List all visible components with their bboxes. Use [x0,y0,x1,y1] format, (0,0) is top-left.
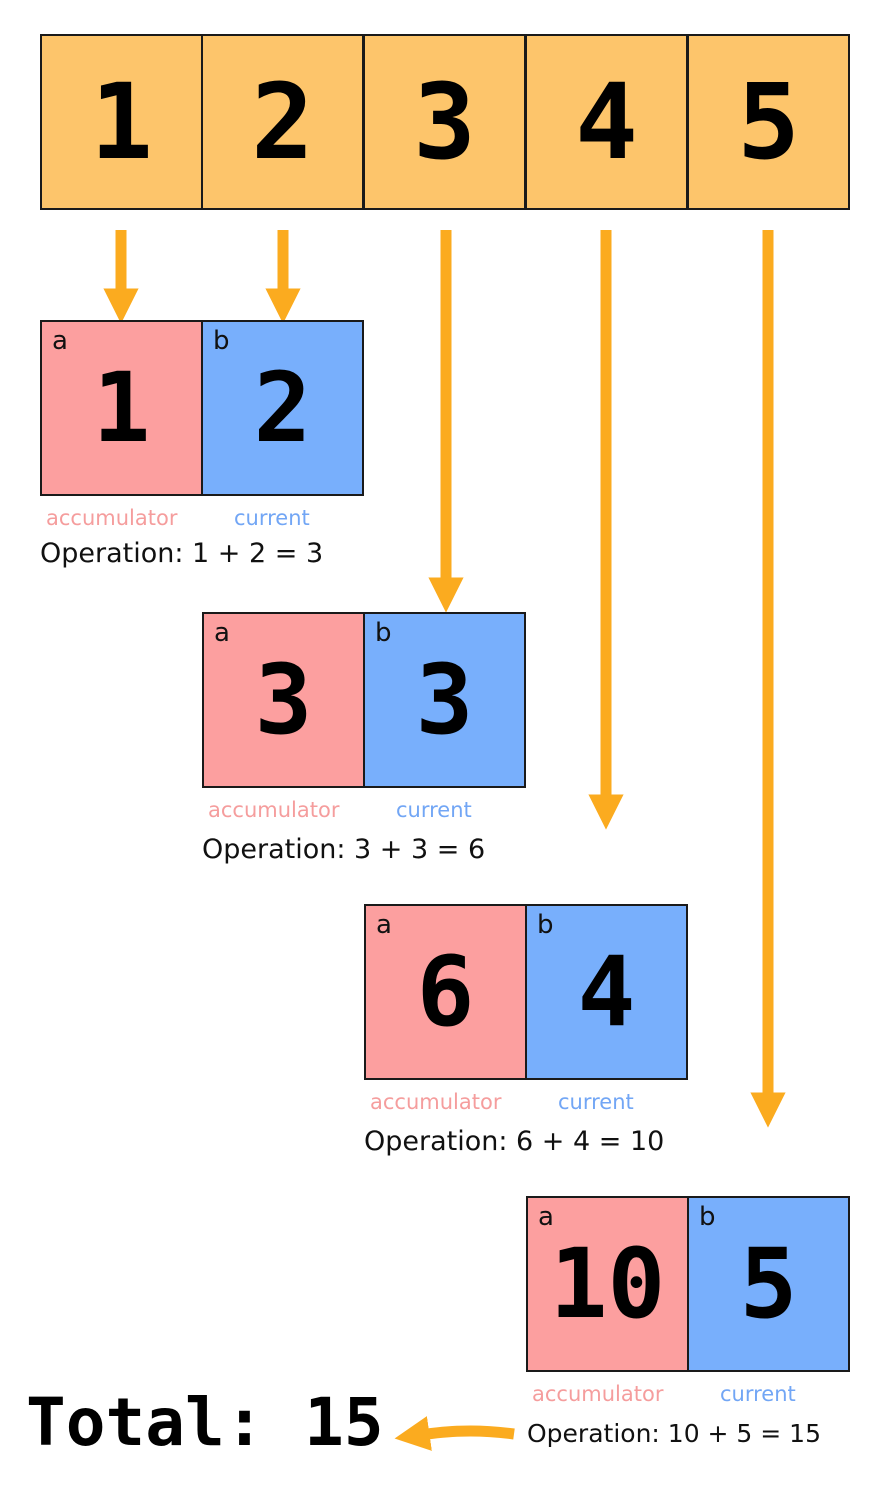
array-cell-5: 5 [687,34,850,210]
step-1-b-value: 2 [253,352,312,464]
step-1-b-label: b [213,326,230,356]
step-4-accumulator-cell: a 10 [526,1196,689,1372]
step-2-accumulator-caption: accumulator [208,798,340,822]
step-4-operation: Operation: 10 + 5 = 15 [527,1419,821,1448]
step-3-operation: Operation: 6 + 4 = 10 [364,1126,665,1157]
step-4-current-caption: current [720,1382,796,1406]
step-3-current-cell: b 4 [525,904,688,1080]
step-2-current-cell: b 3 [363,612,526,788]
arrow-to-total [394,1416,515,1451]
step-4-a-value: 10 [549,1228,666,1340]
step-3-a-label: a [376,910,392,940]
step-1-a-value: 1 [92,352,151,464]
step-3-a-value: 6 [416,936,475,1048]
step-3-accumulator-cell: a 6 [364,904,527,1080]
step-1-operation: Operation: 1 + 2 = 3 [40,538,324,569]
step-4-current-cell: b 5 [687,1196,850,1372]
step-3-accumulator-caption: accumulator [370,1090,502,1114]
total-result: Total: 15 [26,1384,384,1461]
step-2-a-value: 3 [254,644,313,756]
step-1-current-caption: current [234,506,310,530]
step-4-b-label: b [699,1202,716,1232]
step-1-current-cell: b 2 [201,320,364,496]
step-2-accumulator-cell: a 3 [202,612,365,788]
step-4-a-label: a [538,1202,554,1232]
step-3-current-caption: current [558,1090,634,1114]
step-2-a-label: a [214,618,230,648]
step-4-accumulator-caption: accumulator [532,1382,664,1406]
step-2-b-label: b [375,618,392,648]
step-1-accumulator-caption: accumulator [46,506,178,530]
step-4-b-value: 5 [739,1228,798,1340]
step-2-operation: Operation: 3 + 3 = 6 [202,834,486,865]
step-3-b-value: 4 [577,936,636,1048]
step-2-b-value: 3 [415,644,474,756]
array-cell-3: 3 [363,34,526,210]
array-cell-4: 4 [525,34,688,210]
step-1-a-label: a [52,326,68,356]
step-1-accumulator-cell: a 1 [40,320,203,496]
step-3-b-label: b [537,910,554,940]
step-2-current-caption: current [396,798,472,822]
